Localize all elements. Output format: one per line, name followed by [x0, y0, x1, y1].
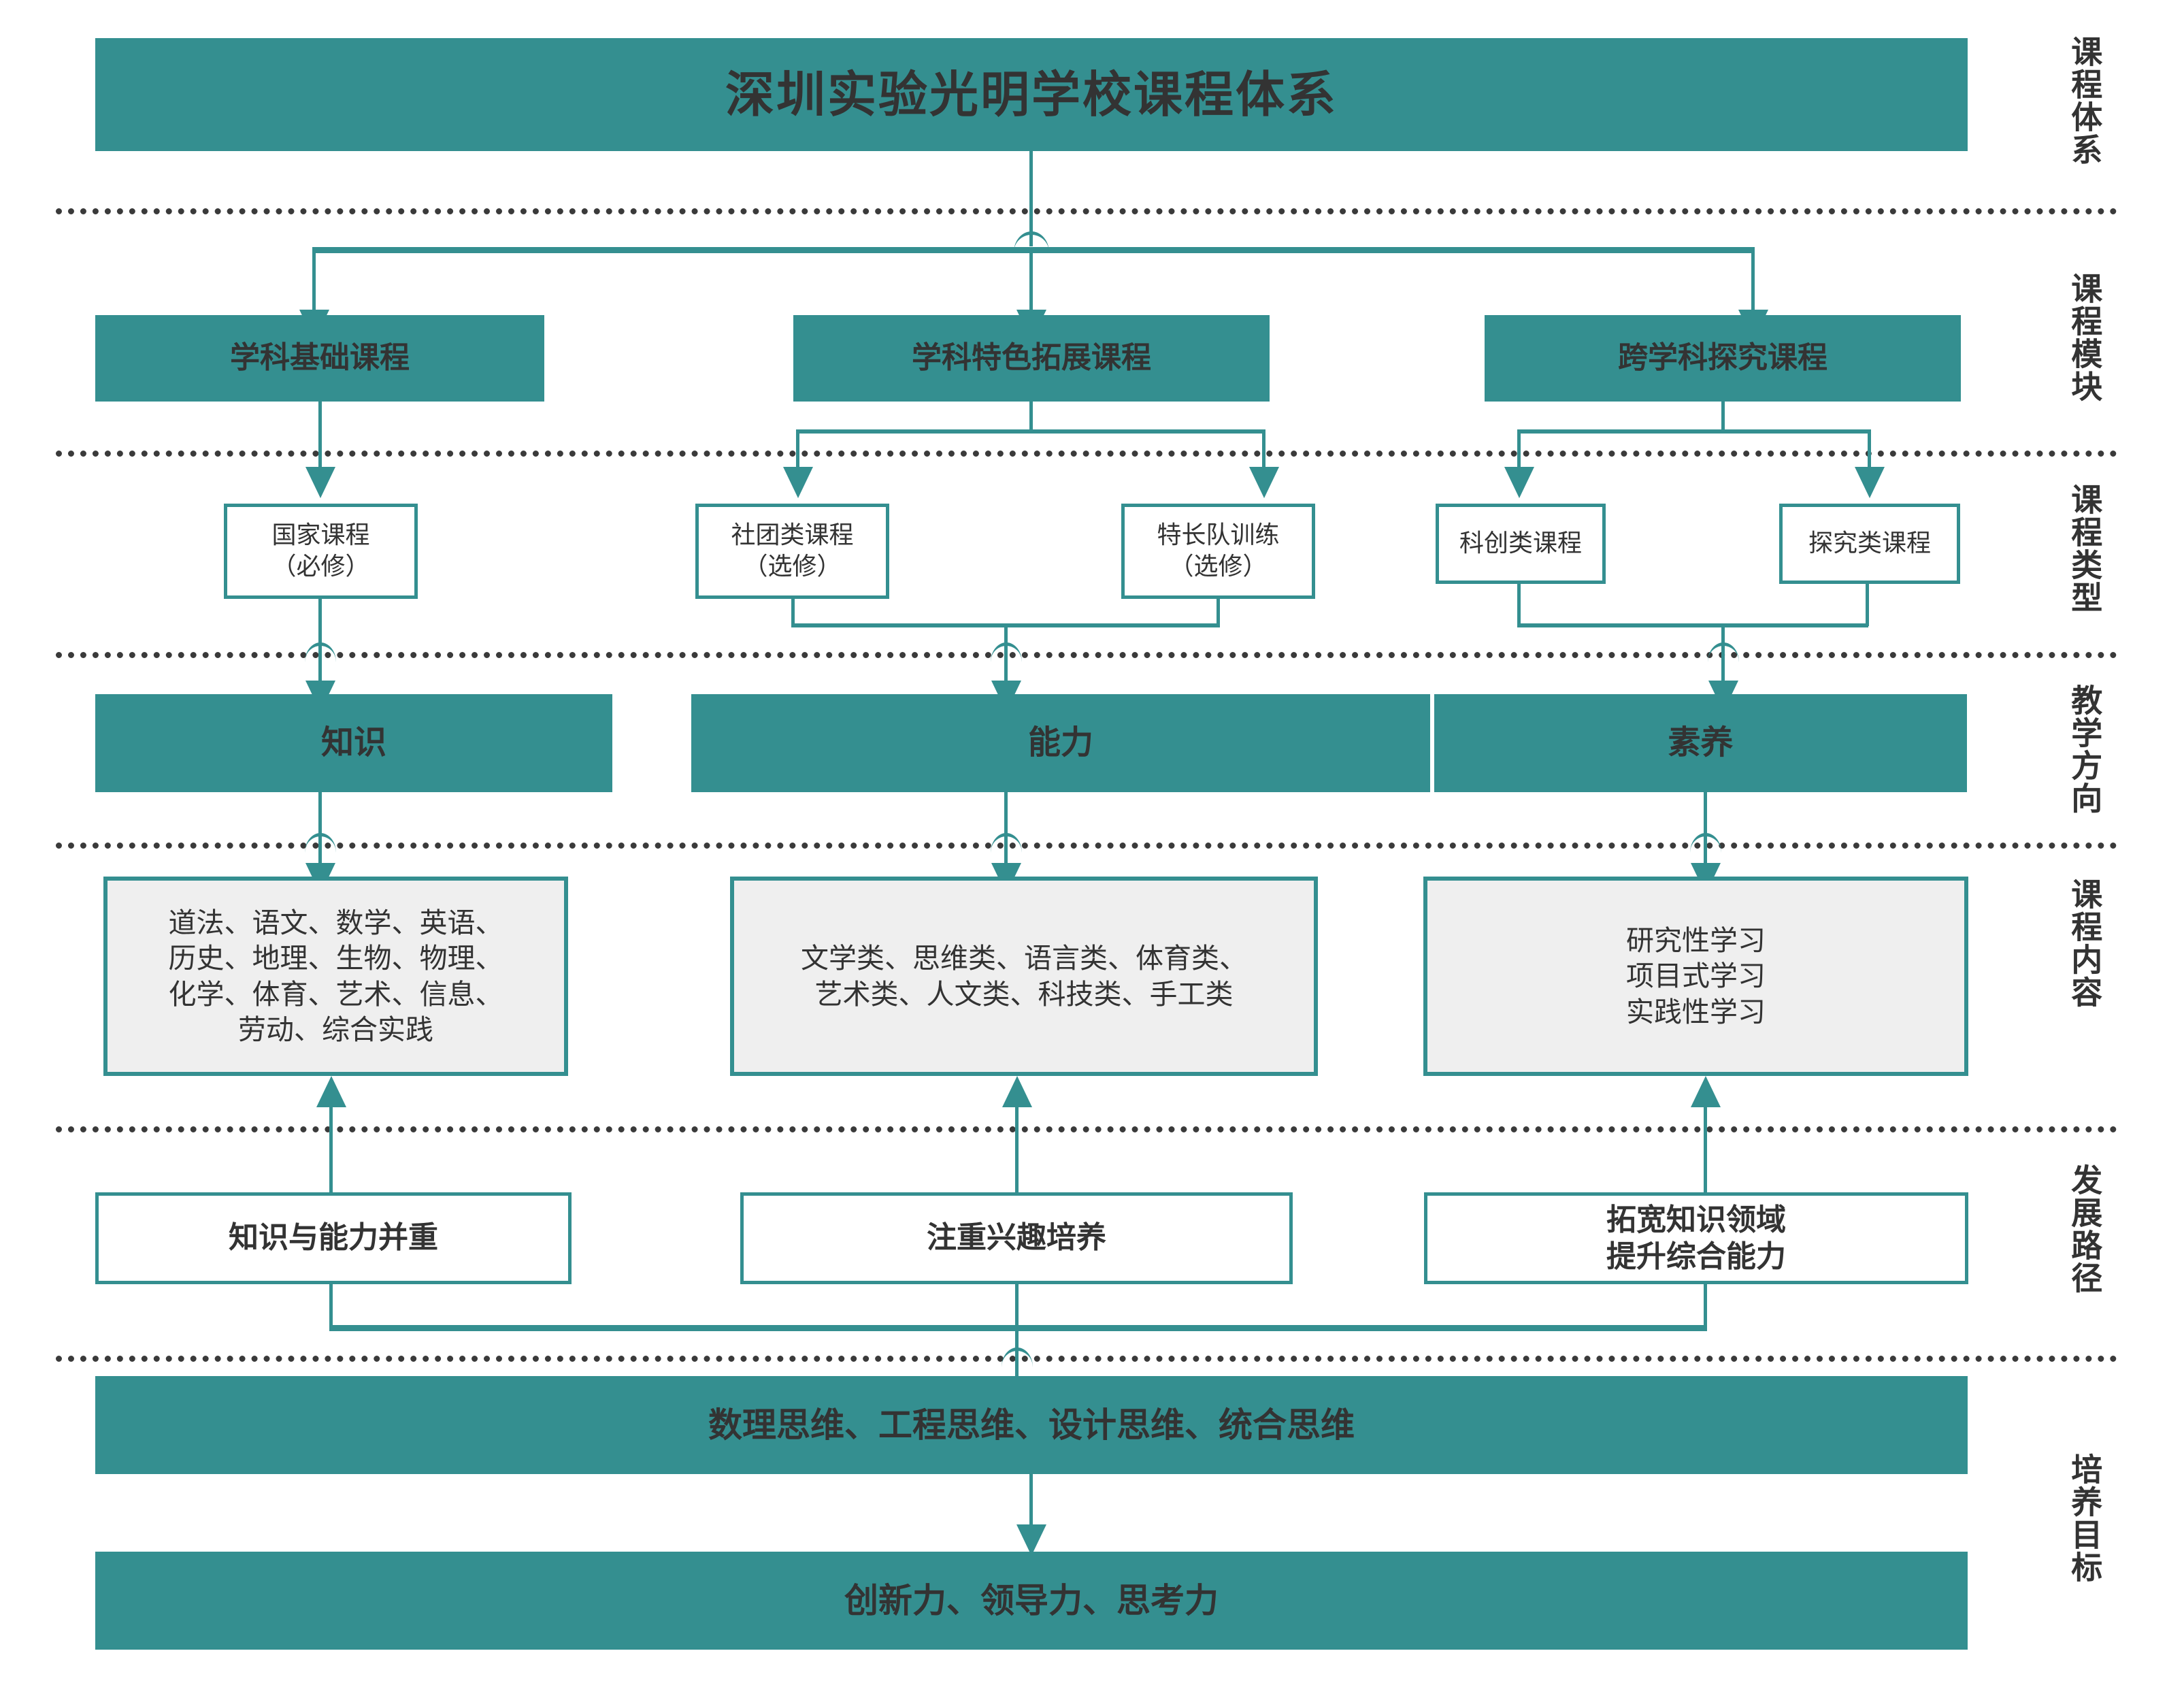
divider-3 [56, 652, 2117, 658]
goal-label-abilities: 创新力、领导力、思考力 [844, 1581, 1219, 1620]
bus-drop-type-2 [796, 429, 799, 474]
bus-drop-left-modules [312, 247, 316, 315]
bus-drop-type-3 [1262, 429, 1265, 474]
connector-bridge-arc-4 [1708, 642, 1739, 662]
arrow-to-goal-2 [1016, 1524, 1046, 1556]
axis-label-curriculum-type: 课程类型 [2066, 483, 2104, 614]
arrow-up-to-content-2 [1002, 1076, 1032, 1107]
path-label-1: 知识与能力并重 [229, 1220, 438, 1256]
arrow-to-type-3 [1249, 467, 1279, 498]
path-box-2: 注重兴趣培养 [740, 1192, 1293, 1284]
connector-path2-up [1015, 1104, 1019, 1192]
connector-title-stem [1029, 151, 1033, 246]
path-label-3: 拓宽知识领域 提升综合能力 [1606, 1202, 1786, 1274]
module-label-1: 学科基础课程 [230, 340, 410, 376]
bus-drop-type-4 [1517, 429, 1521, 474]
content-box-categories: 文学类、思维类、语言类、体育类、 艺术类、人文类、科技类、手工类 [730, 877, 1318, 1076]
axis-label-teaching-direction: 教学方向 [2066, 684, 2104, 815]
divider-4 [56, 843, 2117, 849]
bus-drop-type-5 [1868, 429, 1871, 474]
divider-5 [56, 1126, 2117, 1132]
divider-1 [56, 208, 2117, 214]
connector-bridge-arc-2 [305, 642, 336, 662]
title-banner: 深圳实验光明学校课程体系 [95, 38, 1968, 151]
direction-label-knowledge: 知识 [320, 723, 386, 762]
arrow-to-type-5 [1855, 467, 1885, 498]
connector-type5-to-literacy [1866, 584, 1869, 626]
bus-line-types-right [1517, 429, 1871, 434]
arrow-up-to-content-1 [316, 1076, 346, 1107]
content-label-learning-modes: 研究性学习 项目式学习 实践性学习 [1626, 924, 1766, 1028]
connector-path1-down [329, 1284, 333, 1328]
course-type-box-2: 社团类课程 （选修） [695, 504, 889, 599]
goal-box-thinking: 数理思维、工程思维、设计思维、统合思维 [95, 1376, 1968, 1474]
connector-bridge-arc-8 [1002, 1347, 1033, 1367]
direction-box-ability: 能力 [691, 694, 1430, 792]
module-label-2: 学科特色拓展课程 [912, 340, 1151, 376]
connector-type4-to-literacy [1517, 584, 1521, 626]
arrow-to-type-1 [305, 467, 335, 498]
connector-bridge-arc-6 [991, 833, 1022, 853]
course-type-label-2: 社团类课程 （选修） [731, 521, 854, 581]
divider-6 [56, 1356, 2117, 1362]
direction-label-literacy: 素养 [1668, 723, 1734, 762]
course-type-label-5: 探究类课程 [1808, 529, 1931, 557]
direction-box-knowledge: 知识 [95, 694, 612, 792]
content-label-categories: 文学类、思维类、语言类、体育类、 艺术类、人文类、科技类、手工类 [801, 942, 1247, 1011]
module-box-2: 学科特色拓展课程 [793, 315, 1270, 402]
axis-label-development-path: 发展路径 [2066, 1164, 2104, 1294]
connector-goal1-to-goal2 [1029, 1474, 1033, 1535]
connector-bridge-arc-5 [305, 833, 336, 853]
arrow-to-type-4 [1504, 467, 1534, 498]
path-box-3: 拓宽知识领域 提升综合能力 [1424, 1192, 1968, 1284]
path-box-1: 知识与能力并重 [95, 1192, 572, 1284]
connector-type2-to-ability [791, 599, 795, 626]
module-label-3: 跨学科探究课程 [1618, 340, 1827, 376]
module-box-3: 跨学科探究课程 [1485, 315, 1961, 402]
bus-line-modules [312, 247, 1755, 253]
divider-2 [56, 451, 2117, 457]
connector-title-stem-lower [1029, 249, 1033, 320]
bus-line-types-mid [796, 429, 1265, 434]
direction-box-literacy: 素养 [1434, 694, 1967, 792]
path-label-2: 注重兴趣培养 [927, 1220, 1106, 1256]
course-type-label-4: 科创类课程 [1459, 529, 1582, 557]
axis-label-curriculum-module: 课程模块 [2066, 272, 2104, 403]
goal-box-abilities: 创新力、领导力、思考力 [95, 1552, 1968, 1650]
course-type-box-1: 国家课程 （必修） [224, 504, 418, 599]
connector-path2-down [1015, 1284, 1019, 1328]
course-type-box-5: 探究类课程 [1779, 504, 1960, 584]
connector-bridge-arc-7 [1690, 833, 1721, 853]
bus-drop-right-modules [1751, 247, 1755, 315]
direction-label-ability: 能力 [1027, 723, 1093, 762]
connector-bridge-arc-1 [1014, 231, 1049, 252]
bus-line-literacy [1517, 623, 1868, 627]
arrow-up-to-content-3 [1691, 1076, 1721, 1107]
course-type-box-3: 特长队训练 （选修） [1121, 504, 1315, 599]
course-type-label-3: 特长队训练 （选修） [1157, 521, 1280, 581]
content-box-learning-modes: 研究性学习 项目式学习 实践性学习 [1423, 877, 1968, 1076]
course-type-label-1: 国家课程 （必修） [271, 521, 370, 581]
axis-label-curriculum-content: 课程内容 [2066, 878, 2104, 1009]
content-box-subjects: 道法、语文、数学、英语、 历史、地理、生物、物理、 化学、体育、艺术、信息、 劳… [103, 877, 568, 1076]
page-title: 深圳实验光明学校课程体系 [725, 65, 1338, 123]
connector-path1-up [329, 1104, 333, 1192]
connector-module3-stem [1721, 402, 1725, 432]
connector-module2-stem [1029, 402, 1033, 432]
course-type-box-4: 科创类课程 [1436, 504, 1606, 584]
arrow-to-type-2 [783, 467, 813, 498]
axis-label-training-goal: 培养目标 [2066, 1453, 2104, 1584]
connector-module1-stem [318, 402, 322, 471]
axis-label-curriculum-system: 课程体系 [2066, 35, 2104, 166]
connector-type3-to-ability [1217, 599, 1220, 626]
goal-label-thinking: 数理思维、工程思维、设计思维、统合思维 [708, 1405, 1355, 1445]
content-label-subjects: 道法、语文、数学、英语、 历史、地理、生物、物理、 化学、体育、艺术、信息、 劳… [168, 906, 503, 1046]
connector-path3-down [1704, 1284, 1707, 1328]
connector-bridge-arc-3 [991, 642, 1022, 662]
connector-path3-up [1704, 1104, 1707, 1192]
module-box-1: 学科基础课程 [95, 315, 544, 402]
